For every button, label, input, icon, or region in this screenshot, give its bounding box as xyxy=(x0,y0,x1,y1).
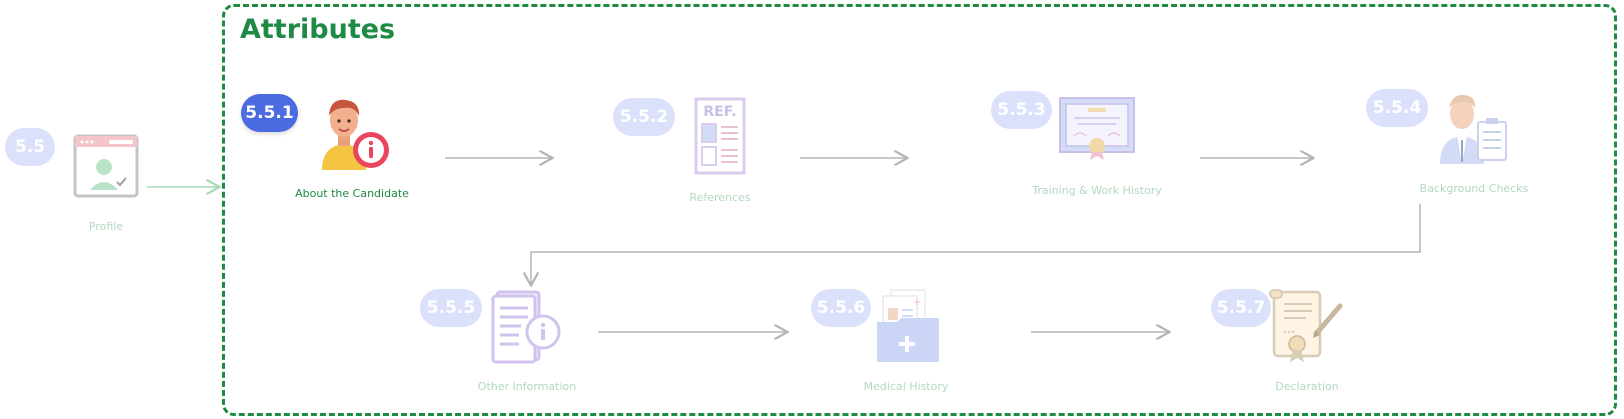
references-icon-text: REF. xyxy=(703,104,736,120)
certificate-icon xyxy=(1059,97,1135,160)
step-badge-5-5-3[interactable]: 5.5.3 xyxy=(991,91,1052,129)
profile-badge[interactable]: 5.5 xyxy=(5,128,55,166)
connector-4-5 xyxy=(531,204,1421,284)
candidate-info-icon xyxy=(322,99,389,170)
attributes-group-box xyxy=(222,4,1617,416)
step-badge-5-5-6[interactable]: 5.5.6 xyxy=(811,289,871,327)
profile-label: Profile xyxy=(88,220,124,233)
group-title: Attributes xyxy=(240,14,396,45)
step-badge-5-5-2[interactable]: 5.5.2 xyxy=(613,98,675,136)
other-information-document-icon xyxy=(491,290,561,364)
references-document-icon: REF. xyxy=(694,97,746,175)
step-badge-5-5-5[interactable]: 5.5.5 xyxy=(420,289,482,327)
step-label-5-5-4: Background Checks xyxy=(1419,182,1529,195)
step-label-5-5-6: Medical History xyxy=(863,380,949,393)
step-label-5-5-1: About the Candidate xyxy=(295,187,409,200)
medical-history-folder-icon: + xyxy=(877,289,939,362)
step-badge-5-5-7[interactable]: 5.5.7 xyxy=(1211,289,1271,327)
step-label-5-5-3: Training & Work History xyxy=(1032,184,1162,197)
step-badge-5-5-4[interactable]: 5.5.4 xyxy=(1366,89,1428,127)
profile-window-icon xyxy=(73,134,139,198)
svg-text:+: + xyxy=(913,297,921,308)
step-label-5-5-2: References xyxy=(689,191,751,204)
declaration-scroll-icon xyxy=(1269,289,1343,362)
step-label-5-5-7: Declaration xyxy=(1275,380,1339,393)
step-label-5-5-5: Other Information xyxy=(477,380,577,393)
step-badge-5-5-1[interactable]: 5.5.1 xyxy=(241,94,298,132)
background-check-person-icon xyxy=(1440,94,1507,164)
